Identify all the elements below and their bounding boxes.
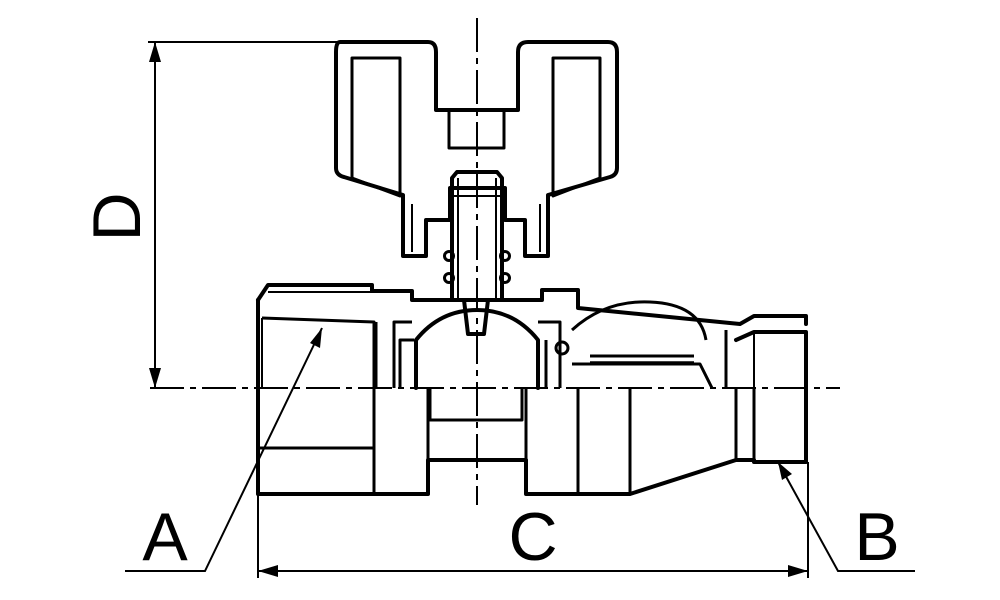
handle-right-window — [551, 56, 602, 198]
leader-a — [125, 327, 323, 572]
dimension-c — [257, 462, 809, 578]
dim-c-arrow-right — [788, 565, 808, 577]
dimension-d — [148, 41, 337, 388]
o-ring-left-upper — [443, 250, 455, 262]
union-nut-upper — [734, 330, 808, 390]
o-ring-right-upper — [499, 250, 511, 262]
leader-b-line — [777, 461, 915, 572]
labels: A B C D — [79, 192, 900, 575]
valve-body-lower — [256, 386, 808, 496]
dim-d-arrow-top — [149, 42, 161, 62]
handle-left-window — [350, 56, 402, 198]
valve-body-upper — [256, 283, 808, 390]
leader-a-arrow — [310, 328, 322, 348]
label-c: C — [508, 499, 557, 575]
ball-lower — [428, 388, 524, 422]
seat-right-outer — [538, 320, 562, 388]
seat-left-inner — [398, 338, 414, 388]
ball-upper — [414, 308, 540, 390]
dim-c-arrow-left — [258, 565, 278, 577]
body-bottom-contour — [256, 386, 808, 496]
leader-b-arrow — [778, 462, 792, 480]
butterfly-handle — [334, 40, 619, 258]
body-top-contour — [256, 283, 808, 326]
label-b: B — [854, 499, 899, 575]
label-d: D — [79, 192, 155, 241]
check-housing — [572, 362, 714, 389]
dim-d-arrow-bottom — [149, 368, 161, 388]
handle-outline — [334, 40, 619, 258]
handle-nut — [447, 108, 506, 150]
check-dome — [570, 300, 708, 341]
female-thread-bore — [261, 316, 376, 388]
o-ring-left-lower — [443, 272, 455, 284]
o-ring-right-lower — [499, 272, 511, 284]
label-a: A — [142, 499, 188, 575]
leader-b — [777, 461, 915, 572]
leader-a-line — [125, 327, 323, 572]
seat-left-outer — [392, 320, 412, 388]
seal-ring — [554, 340, 570, 356]
